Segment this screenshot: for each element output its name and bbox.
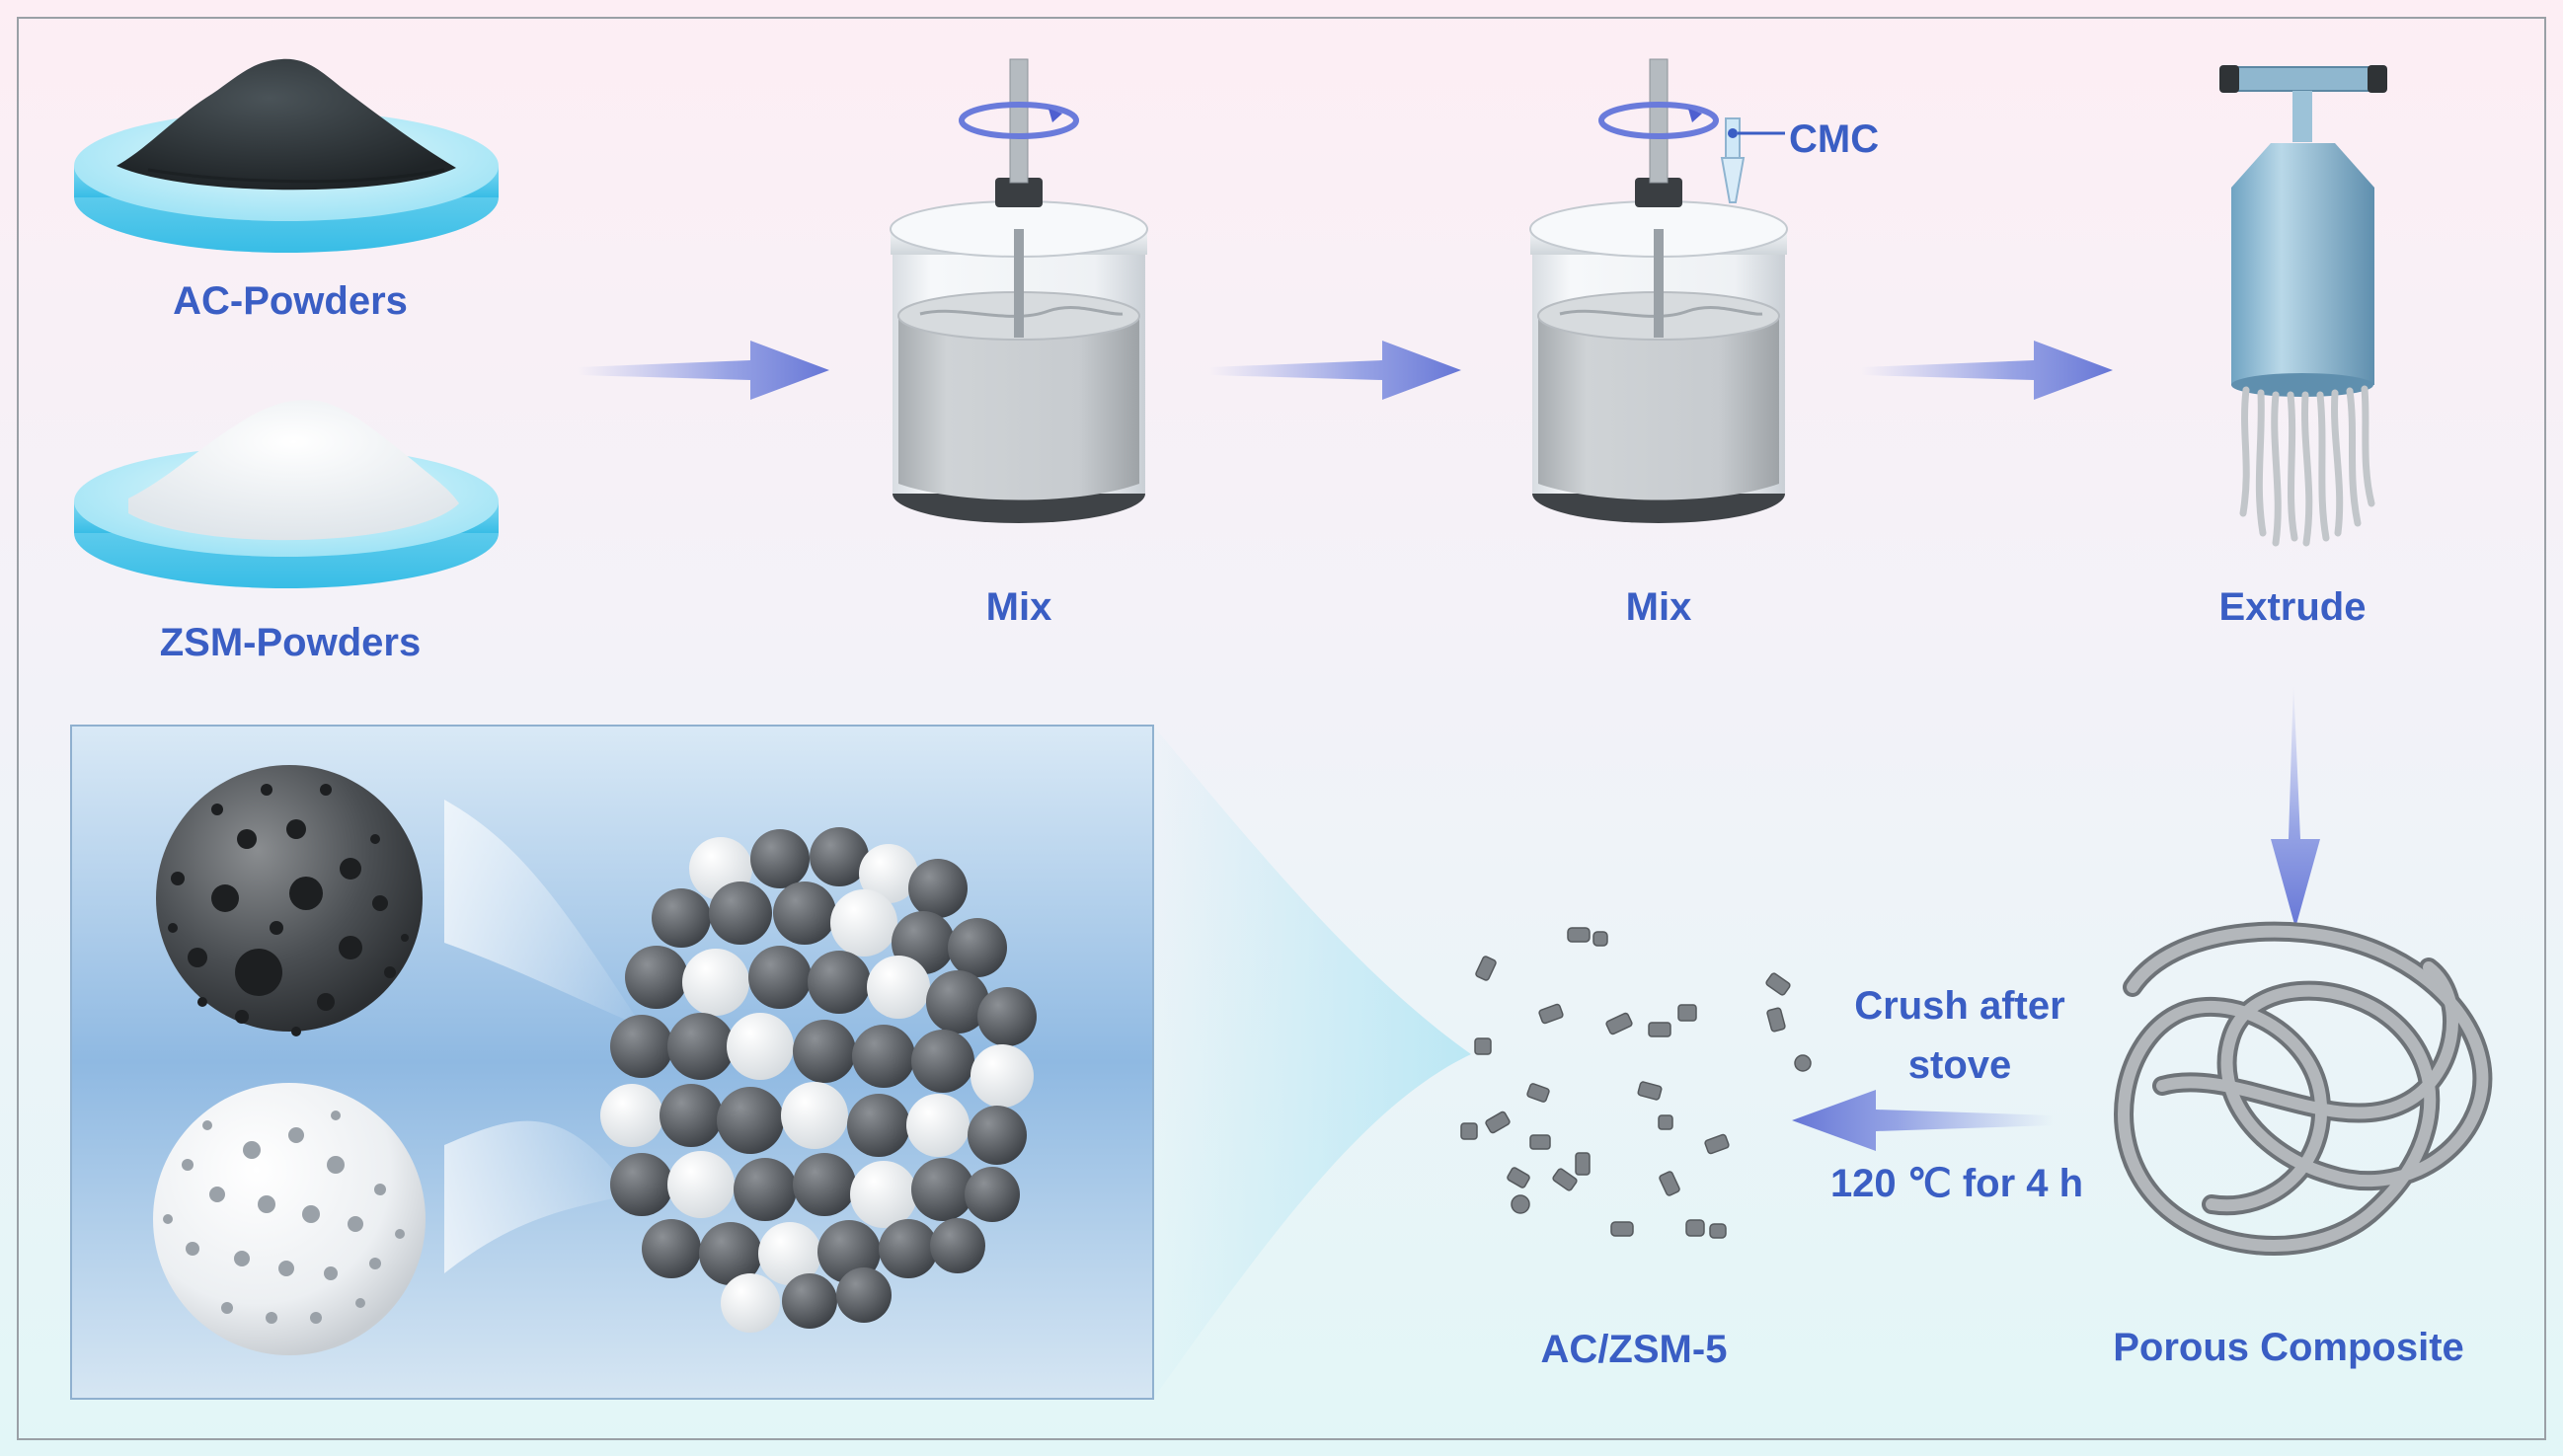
zsm-powder-dish [74, 400, 499, 588]
label-cmc: CMC [1789, 117, 1879, 161]
outer-frame [17, 17, 2546, 1440]
extruder [2219, 65, 2387, 547]
arrow-to-mix-1 [578, 341, 829, 400]
label-mix-2: Mix [1626, 585, 1692, 629]
ac-powder-dish [74, 58, 499, 253]
label-crush-line-1: Crush after [1854, 984, 2064, 1028]
label-condition: 120 ℃ for 4 h [1830, 1162, 2083, 1205]
cmc-dropper [1720, 117, 1785, 203]
composite-structure-panel [70, 725, 1471, 1400]
label-mix-1: Mix [986, 585, 1052, 629]
label-ac-powders: AC-Powders [173, 279, 408, 323]
arrow-to-product [1792, 1090, 2054, 1151]
porous-composite [2114, 921, 2493, 1256]
label-extrude: Extrude [2219, 585, 2367, 629]
arrow-to-porous-composite [2271, 681, 2320, 928]
arrow-to-mix-2 [1209, 341, 1461, 400]
label-product: AC/ZSM-5 [1541, 1328, 1728, 1371]
mixer-2 [1529, 58, 1788, 523]
crushed-particles [1460, 927, 1812, 1239]
ac-porous-sphere [156, 765, 423, 1036]
label-zsm-powders: ZSM-Powders [160, 621, 421, 664]
ac-zsm-cluster [600, 827, 1037, 1333]
extruded-strands [2239, 385, 2375, 547]
magnify-beam [1153, 726, 1471, 1399]
label-crush-line-2: stove [1908, 1043, 2012, 1087]
arrow-to-extrude [1861, 341, 2113, 400]
zsm-porous-sphere [153, 1083, 426, 1355]
mixer-1 [890, 58, 1148, 523]
label-porous-composite: Porous Composite [2113, 1326, 2464, 1369]
